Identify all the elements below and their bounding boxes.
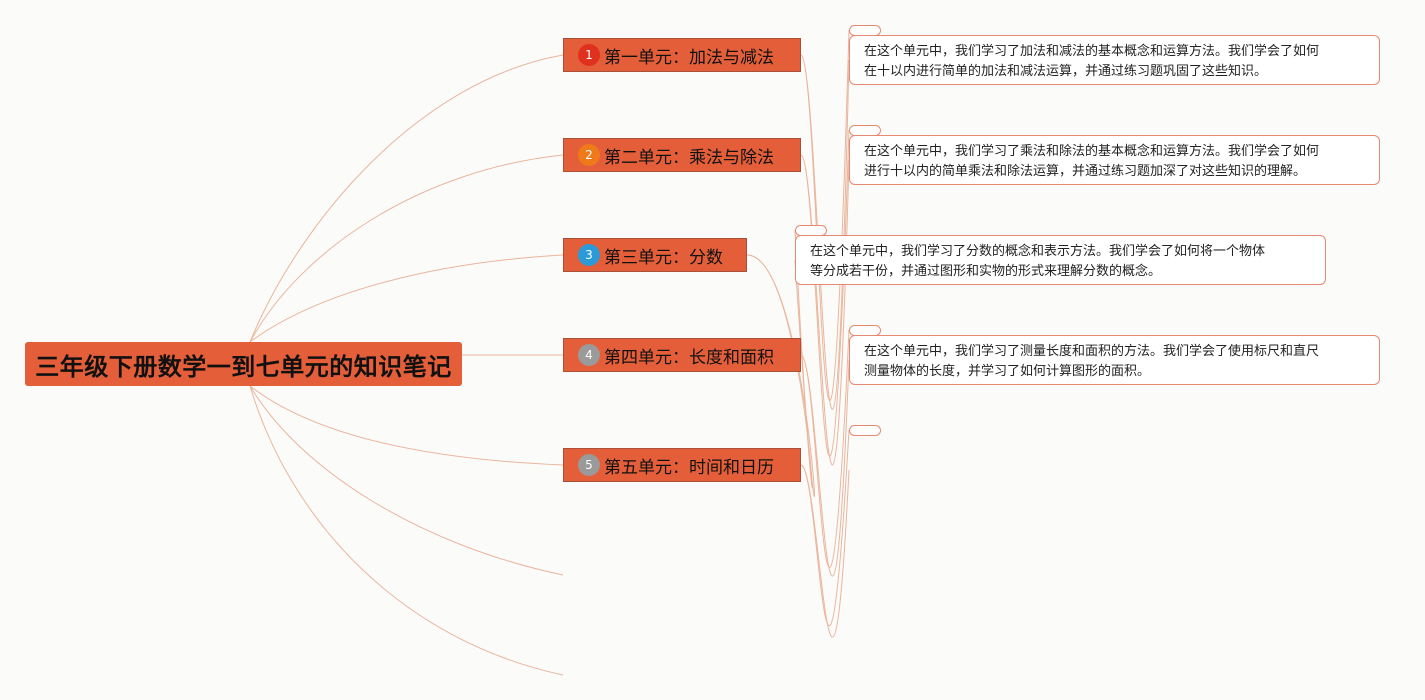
note-line: 在这个单元中，我们学习了加法和减法的基本概念和运算方法。我们学会了如何 [864,44,1320,59]
unit-topic-3[interactable]: 3 第三单元：分数 [563,238,747,272]
branch-line-7 [249,385,564,676]
unit-topic-1[interactable]: 1 第一单元：加法与减法 [563,38,801,72]
note-line: 在这个单元中，我们学习了分数的概念和表示方法。我们学会了如何将一个物体 [810,244,1266,259]
note-line: 在这个单元中，我们学习了乘法和除法的基本概念和运算方法。我们学会了如何 [864,144,1320,159]
unit-topic-5[interactable]: 5 第五单元：时间和日历 [563,448,801,482]
note-line: 测量物体的长度，并学习了如何计算图形的面积。 [864,364,1151,379]
branch-line-1 [249,54,564,343]
note-line: 等分成若干份，并通过图形和实物的形式来理解分数的概念。 [810,264,1162,279]
note-box-1[interactable]: 在这个单元中，我们学习了加法和减法的基本概念和运算方法。我们学会了如何 在十以内… [849,35,1380,85]
root-topic[interactable]: 三年级下册数学一到七单元的知识笔记 [25,342,462,386]
unit-topic-label: 第一单元：加法与减法 [604,47,774,68]
unit-topic-4[interactable]: 4 第四单元：长度和面积 [563,338,801,372]
unit-topic-label: 第四单元：长度和面积 [604,347,774,368]
note-connector-top [800,29,850,402]
branch-line-6 [249,385,564,576]
note-line: 在这个单元中，我们学习了测量长度和面积的方法。我们学会了使用标尺和直尺 [864,344,1320,359]
number-badge-icon: 2 [578,144,600,166]
unit-topic-label: 第二单元：乘法与除法 [604,147,774,168]
note-connector [800,54,850,410]
note-box-2[interactable]: 在这个单元中，我们学习了乘法和除法的基本概念和运算方法。我们学会了如何 进行十以… [849,135,1380,185]
number-badge-icon: 4 [578,344,600,366]
note-collapse-tab[interactable] [849,425,881,436]
number-badge-icon: 1 [578,44,600,66]
unit-topic-2[interactable]: 2 第二单元：乘法与除法 [563,138,801,172]
branch-line-2 [249,154,564,343]
note-box-3[interactable]: 在这个单元中，我们学习了分数的概念和表示方法。我们学会了如何将一个物体 等分成若… [795,235,1326,285]
note-connector [800,464,850,638]
number-badge-icon: 5 [578,454,600,476]
note-line: 在十以内进行简单的加法和减法运算，并通过练习题巩固了这些知识。 [864,64,1268,79]
note-line: 进行十以内的简单乘法和除法运算，并通过练习题加深了对这些知识的理解。 [864,164,1307,179]
note-connector [746,254,815,497]
branch-line-3 [249,254,564,343]
unit-topic-label: 第五单元：时间和日历 [604,457,774,478]
note-connector [800,354,850,577]
unit-topic-label: 第三单元：分数 [604,247,723,268]
note-box-4[interactable]: 在这个单元中，我们学习了测量长度和面积的方法。我们学会了使用标尺和直尺 测量物体… [849,335,1380,385]
root-topic-title: 三年级下册数学一到七单元的知识笔记 [35,352,452,381]
branch-line-5 [249,385,564,466]
number-badge-icon: 3 [578,244,600,266]
note-connector [800,154,850,466]
